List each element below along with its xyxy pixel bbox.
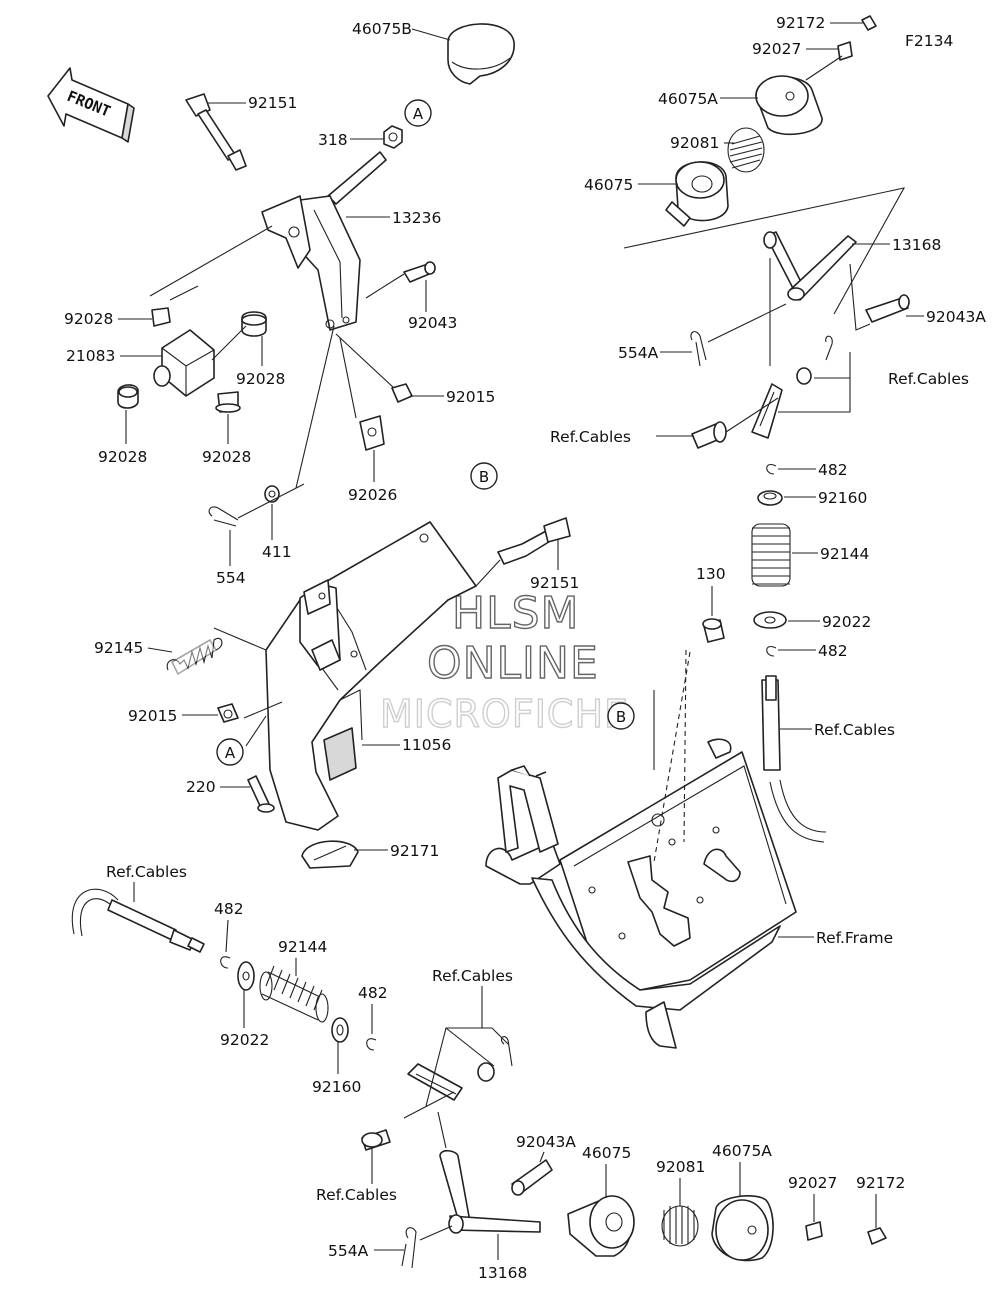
label-46075-b: 46075 [582, 1144, 631, 1162]
label-92043a-b: 92043A [516, 1133, 576, 1151]
label-11056: 11056 [402, 736, 451, 754]
label-92171: 92171 [390, 842, 439, 860]
label-ref-cables-r2: Ref.Cables [550, 428, 631, 446]
label-482-l1: 482 [214, 900, 244, 918]
label-ref-frame: Ref.Frame [816, 929, 893, 947]
label-92144-r: 92144 [820, 545, 869, 563]
pedal-assembly-top [623, 15, 910, 843]
label-92026: 92026 [348, 486, 397, 504]
label-92028-d: 92028 [202, 448, 251, 466]
label-46075-top: 46075 [584, 176, 633, 194]
label-92028-a: 92028 [64, 310, 113, 328]
label-482-r1: 482 [818, 461, 848, 479]
label-92022-l: 92022 [220, 1031, 269, 1049]
watermark: HLSM ONLINE MICROFICHE [379, 587, 629, 736]
label-92151-mid: 92151 [530, 574, 579, 592]
label-92027-b: 92027 [788, 1174, 837, 1192]
label-13236: 13236 [392, 209, 441, 227]
label-482-r2: 482 [818, 642, 848, 660]
label-554: 554 [216, 569, 246, 587]
label-220: 220 [186, 778, 216, 796]
label-92081-top: 92081 [670, 134, 719, 152]
watermark-line-1: HLSM [452, 588, 580, 639]
svg-text:B: B [479, 468, 489, 486]
label-92015-mid: 92015 [128, 707, 177, 725]
label-92172-top: 92172 [776, 14, 825, 32]
watermark-line-2: ONLINE [427, 638, 599, 689]
label-ref-cables-r3: Ref.Cables [814, 721, 895, 739]
label-92028-c: 92028 [98, 448, 147, 466]
circle-ref-b-top: B [470, 462, 498, 490]
label-ref-cables-b2: Ref.Cables [316, 1186, 397, 1204]
label-92172-b: 92172 [856, 1174, 905, 1192]
label-46075a-top: 46075A [658, 90, 718, 108]
label-92022-r: 92022 [822, 613, 871, 631]
label-554a-b: 554A [328, 1242, 369, 1260]
label-ref-cables-l: Ref.Cables [106, 863, 187, 881]
shift-lever-assembly [117, 23, 515, 527]
label-46075a-b: 46075A [712, 1142, 772, 1160]
label-92043a-top: 92043A [926, 308, 986, 326]
label-92043: 92043 [408, 314, 457, 332]
part-labels: 46075B 92151 318 13236 92043 92028 21083… [64, 14, 986, 1282]
label-13168-b: 13168 [478, 1264, 527, 1282]
label-92081-b: 92081 [656, 1158, 705, 1176]
label-554a-top: 554A [618, 344, 659, 362]
svg-text:A: A [413, 105, 424, 123]
label-13168-top: 13168 [892, 236, 941, 254]
circle-ref-a-top: A [404, 99, 432, 127]
label-92160-l: 92160 [312, 1078, 361, 1096]
label-318: 318 [318, 131, 348, 149]
label-130: 130 [696, 565, 726, 583]
label-92151-top: 92151 [248, 94, 297, 112]
label-482-l2: 482 [358, 984, 388, 1002]
label-46075b: 46075B [352, 20, 412, 38]
frame-assembly [485, 618, 797, 1049]
svg-text:A: A [225, 744, 236, 762]
label-ref-cables-b1: Ref.Cables [432, 967, 513, 985]
label-21083: 21083 [66, 347, 115, 365]
label-92028-b: 92028 [236, 370, 285, 388]
front-arrow-icon: FRONT [47, 67, 135, 143]
label-92144-l: 92144 [278, 938, 327, 956]
circle-ref-b-bottom: B [607, 702, 635, 730]
pedal-assembly-bottom [71, 888, 887, 1269]
svg-text:B: B [616, 708, 626, 726]
label-92160-r: 92160 [818, 489, 867, 507]
label-92027-top: 92027 [752, 40, 801, 58]
watermark-line-3: MICROFICHE [380, 692, 629, 736]
circle-ref-a-bottom: A [216, 738, 244, 766]
label-92145: 92145 [94, 639, 143, 657]
label-92015-top: 92015 [446, 388, 495, 406]
label-411: 411 [262, 543, 292, 561]
label-ref-cables-r1: Ref.Cables [888, 370, 969, 388]
figure-code: F2134 [905, 32, 953, 50]
lever-bracket-assembly [166, 517, 571, 869]
